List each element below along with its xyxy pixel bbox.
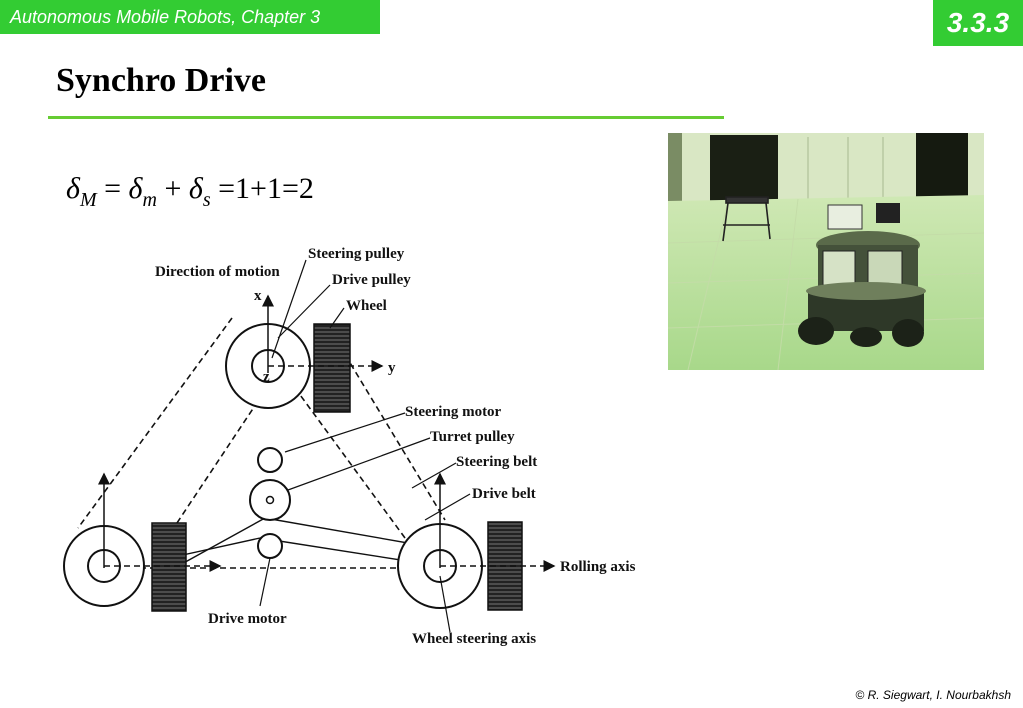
eq-term1-symbol: δ	[128, 172, 143, 205]
eq-lhs-sub: M	[79, 189, 97, 211]
label-rolling-axis: Rolling axis	[560, 559, 636, 575]
label-axis-x: x	[254, 288, 262, 304]
label-wheel: Wheel	[346, 298, 387, 314]
eq-term2-sub: s	[202, 189, 211, 211]
eq-result: 2	[298, 172, 314, 205]
photo-cart	[722, 196, 771, 242]
eq-plus-1: +	[164, 172, 182, 205]
title-divider	[48, 116, 724, 119]
left-wheel-assembly	[63, 472, 222, 612]
central-motor-stack	[249, 447, 291, 559]
eq-lhs-symbol: δ	[66, 172, 80, 205]
label-steering-belt: Steering belt	[456, 454, 537, 470]
left-wheel	[151, 522, 187, 612]
eq-value-b: 1	[266, 172, 282, 205]
label-axis-y: y	[388, 360, 396, 376]
degree-of-maneuverability-equation: δM = δm + δs =1+1=2	[66, 172, 314, 212]
section-number-badge: 3.3.3	[933, 0, 1023, 46]
label-drive-pulley: Drive pulley	[332, 272, 411, 288]
copyright-notice: © R. Siegwart, I. Nourbakhsh	[855, 688, 1011, 702]
eq-value-a: 1	[235, 172, 251, 205]
label-drive-motor: Drive motor	[208, 611, 287, 627]
slide-title: Synchro Drive	[56, 62, 266, 99]
label-steering-pulley: Steering pulley	[308, 246, 405, 262]
course-title: Autonomous Mobile Robots, Chapter 3	[10, 7, 321, 27]
label-axis-z: z	[263, 369, 270, 385]
drive-belt-lines	[77, 317, 455, 569]
photo-left-doorway	[710, 135, 778, 203]
label-leader-lines	[259, 259, 471, 633]
course-title-banner: Autonomous Mobile Robots, Chapter 3	[0, 0, 380, 34]
section-number: 3.3.3	[946, 7, 1010, 38]
eq-equals-3: =	[281, 172, 299, 205]
photo-right-doorway	[916, 133, 968, 197]
eq-equals-1: =	[104, 172, 122, 205]
label-steering-motor: Steering motor	[405, 404, 502, 420]
label-drive-belt: Drive belt	[472, 486, 536, 502]
robot-photo	[668, 133, 984, 370]
eq-equals-2: =	[218, 172, 236, 205]
drive-motor-circle	[257, 533, 283, 559]
synchro-drive-diagram: Direction of motion Steering pulley Driv…	[63, 246, 636, 647]
right-wheel-assembly	[397, 472, 556, 611]
eq-plus-2: +	[250, 172, 267, 205]
label-turret-pulley: Turret pulley	[430, 429, 515, 445]
label-wheel-steering-axis: Wheel steering axis	[412, 631, 536, 647]
top-wheel	[313, 323, 351, 413]
eq-term2-symbol: δ	[188, 172, 203, 205]
photo-robot	[798, 203, 926, 347]
label-direction-of-motion: Direction of motion	[155, 264, 280, 280]
steering-motor-circle	[257, 447, 283, 473]
eq-term1-sub: m	[142, 189, 157, 211]
turret-pulley-hub	[265, 495, 275, 505]
top-wheel-assembly	[225, 294, 384, 413]
